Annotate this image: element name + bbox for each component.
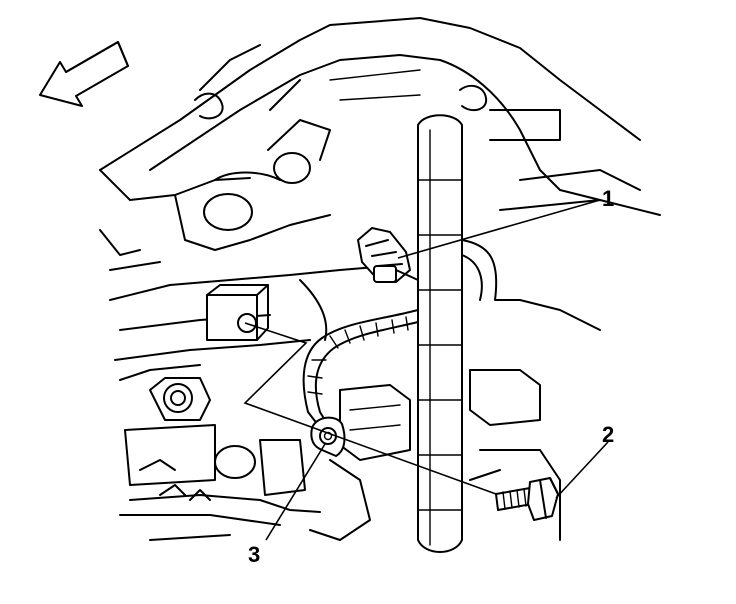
engine-block-upper (99, 17, 661, 251)
connector (357, 227, 419, 283)
sensor-wire (302, 309, 419, 426)
bolt (495, 477, 559, 521)
leader-lines (243, 199, 609, 541)
engine-block-lower (99, 229, 561, 541)
harness-branch (461, 239, 601, 426)
callout-label-1: 1 (602, 186, 614, 211)
callout-label-3: 3 (248, 542, 260, 567)
callout-label-2: 2 (602, 422, 614, 447)
harness-conduit (417, 114, 463, 553)
direction-arrow-icon (39, 41, 129, 107)
